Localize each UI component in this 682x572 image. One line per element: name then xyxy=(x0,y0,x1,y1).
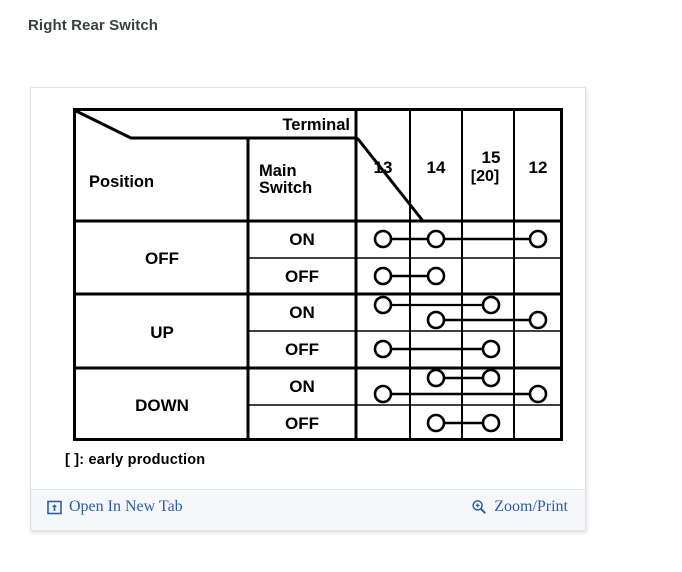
header-terminal-label: Terminal xyxy=(282,116,350,134)
terminal-node-13 xyxy=(373,339,393,359)
terminal-node-13 xyxy=(373,229,393,249)
terminal-node-12 xyxy=(528,229,548,249)
continuity-down-off xyxy=(426,413,501,433)
terminal-header-12: 12 xyxy=(529,158,548,177)
continuity-up-off xyxy=(373,339,501,359)
terminal-header-15: 15 xyxy=(482,148,501,167)
mainswitch-label-off-on: ON xyxy=(289,230,315,249)
table-outer-border xyxy=(73,108,563,441)
continuity-down-on xyxy=(373,368,548,404)
position-label-off: OFF xyxy=(145,249,179,268)
switch-continuity-table: Terminal Position Main Switch 13 14 15 [… xyxy=(73,108,563,441)
page-title: Right Rear Switch xyxy=(28,17,159,34)
terminal-node-14 xyxy=(426,266,446,286)
terminal-node-12 xyxy=(528,384,548,404)
continuity-off-off xyxy=(373,266,446,286)
open-in-new-tab-icon xyxy=(47,500,62,515)
terminal-node-14 xyxy=(426,368,446,388)
terminal-node-13 xyxy=(373,384,393,404)
terminal-header-13: 13 xyxy=(374,158,393,177)
position-label-down: DOWN xyxy=(135,396,189,415)
terminal-header-15-sub: [20] xyxy=(471,168,499,185)
terminal-node-15 xyxy=(481,339,501,359)
terminal-node-15 xyxy=(481,368,501,388)
mainswitch-label-up-off: OFF xyxy=(285,340,319,359)
terminal-node-13 xyxy=(373,295,393,315)
open-in-new-tab-button[interactable]: Open In New Tab xyxy=(47,499,183,515)
header-diagonal-divider xyxy=(75,109,425,222)
magnifier-plus-icon xyxy=(471,499,487,515)
continuity-up-on xyxy=(373,295,548,330)
zoom-print-button[interactable]: Zoom/Print xyxy=(471,499,568,515)
figure-footnote: [ ]: early production xyxy=(65,452,206,468)
terminal-node-14 xyxy=(426,413,446,433)
terminal-node-13 xyxy=(373,266,393,286)
terminal-header-14: 14 xyxy=(427,158,446,177)
open-in-new-tab-label: Open In New Tab xyxy=(69,498,183,515)
header-main-switch-label-line2: Switch xyxy=(259,179,312,197)
terminal-node-14 xyxy=(426,229,446,249)
mainswitch-label-off-off: OFF xyxy=(285,267,319,286)
terminal-node-14 xyxy=(426,310,446,330)
figure-image-area: Terminal Position Main Switch 13 14 15 [… xyxy=(31,88,587,490)
terminal-node-15 xyxy=(481,413,501,433)
terminal-node-12 xyxy=(528,310,548,330)
mainswitch-label-down-off: OFF xyxy=(285,414,319,433)
figure-footer-bar: Open In New Tab Zoom/Print xyxy=(31,489,585,530)
mainswitch-label-down-on: ON xyxy=(289,377,315,396)
figure-card: Terminal Position Main Switch 13 14 15 [… xyxy=(30,87,586,531)
position-label-up: UP xyxy=(150,323,174,342)
terminal-node-15 xyxy=(481,295,501,315)
header-position-label: Position xyxy=(89,173,154,191)
continuity-off-on xyxy=(373,229,548,249)
mainswitch-label-up-on: ON xyxy=(289,303,315,322)
switch-table-svg: Terminal Position Main Switch 13 14 15 [… xyxy=(73,108,563,441)
zoom-print-label: Zoom/Print xyxy=(494,498,568,515)
header-main-switch-label-line1: Main xyxy=(259,162,297,180)
